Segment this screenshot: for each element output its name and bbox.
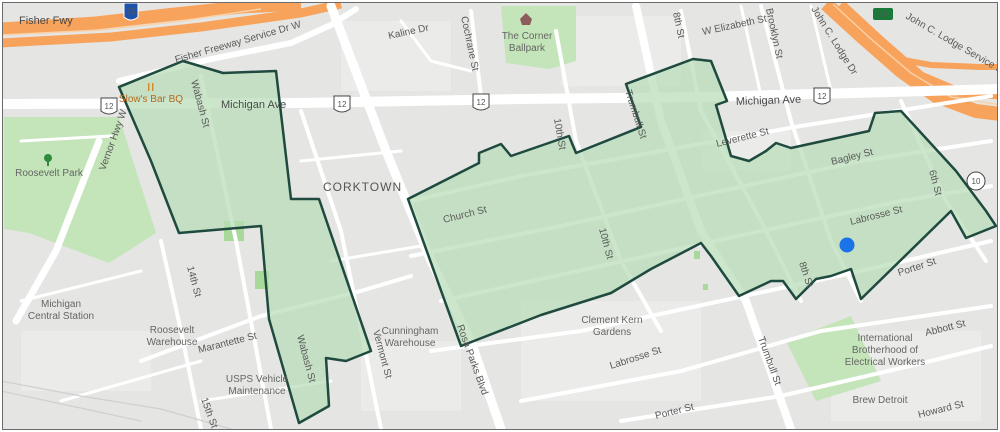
label-ibew-2: Brotherhood of <box>852 345 918 356</box>
shield-us12-b: 12 <box>333 95 351 113</box>
label-usps-1: USPS Vehicle <box>226 374 289 385</box>
svg-text:12: 12 <box>338 100 347 109</box>
shield-us12-c: 12 <box>472 93 490 111</box>
tree-icon <box>44 154 52 166</box>
small-park-3 <box>694 251 700 259</box>
svg-text:12: 12 <box>105 102 114 111</box>
small-park-4 <box>703 284 708 290</box>
label-ibew-1: International <box>857 333 912 344</box>
label-michigan-station-2: Central Station <box>28 311 94 322</box>
label-corner-1: The Corner <box>502 31 553 42</box>
shield-i75: 75 <box>123 3 139 21</box>
label-michigan-w: Michigan Ave <box>221 99 286 111</box>
svg-text:10: 10 <box>972 177 981 186</box>
label-clement-2: Gardens <box>593 327 631 338</box>
label-ibew-3: Electrical Workers <box>845 357 925 368</box>
label-cunningham-2: Warehouse <box>385 338 436 349</box>
shield-us12-d: 12 <box>813 87 831 105</box>
label-cunningham-1: Cunningham <box>382 326 439 337</box>
label-michigan-e: Michigan Ave <box>736 94 802 108</box>
district-east[interactable] <box>406 57 997 348</box>
poi-labels: Slow's Bar BQ Roosevelt Park Michigan Ce… <box>15 31 925 406</box>
svg-text:12: 12 <box>818 92 827 101</box>
label-michigan-station-1: Michigan <box>41 299 81 310</box>
restaurant-icon <box>148 83 154 91</box>
svg-text:75: 75 <box>127 7 136 16</box>
label-fisher-fwy: Fisher Fwy <box>19 15 73 27</box>
label-roosevelt-park: Roosevelt Park <box>15 168 84 179</box>
exit-badge: 2A <box>873 8 893 20</box>
corner-ballpark-area <box>501 6 576 69</box>
label-brew-detroit: Brew Detroit <box>852 395 907 406</box>
label-8th-north: 8th St <box>670 11 686 39</box>
district-west[interactable] <box>117 59 373 425</box>
label-roosevelt-wh-1: Roosevelt <box>150 325 195 336</box>
label-10th-north: 10th St <box>551 118 567 151</box>
svg-text:12: 12 <box>477 98 486 107</box>
svg-text:2A: 2A <box>878 10 888 19</box>
label-roosevelt-wh-2: Warehouse <box>147 337 198 348</box>
label-usps-2: Maintenance <box>228 386 286 397</box>
label-clement-1: Clement Kern <box>581 315 642 326</box>
shield-m10: 10 <box>966 171 986 191</box>
stadium-icon <box>520 13 532 25</box>
label-corner-2: Ballpark <box>509 43 546 54</box>
label-slows: Slow's Bar BQ <box>119 94 183 105</box>
shield-us12-a: 12 <box>100 97 118 115</box>
neighborhood-label: CORKTOWN <box>323 180 402 194</box>
map-canvas[interactable]: 75 12 12 12 12 10 2A Fisher Fwy Fisher F… <box>3 3 997 429</box>
location-marker[interactable] <box>839 237 855 253</box>
railway <box>3 380 232 429</box>
